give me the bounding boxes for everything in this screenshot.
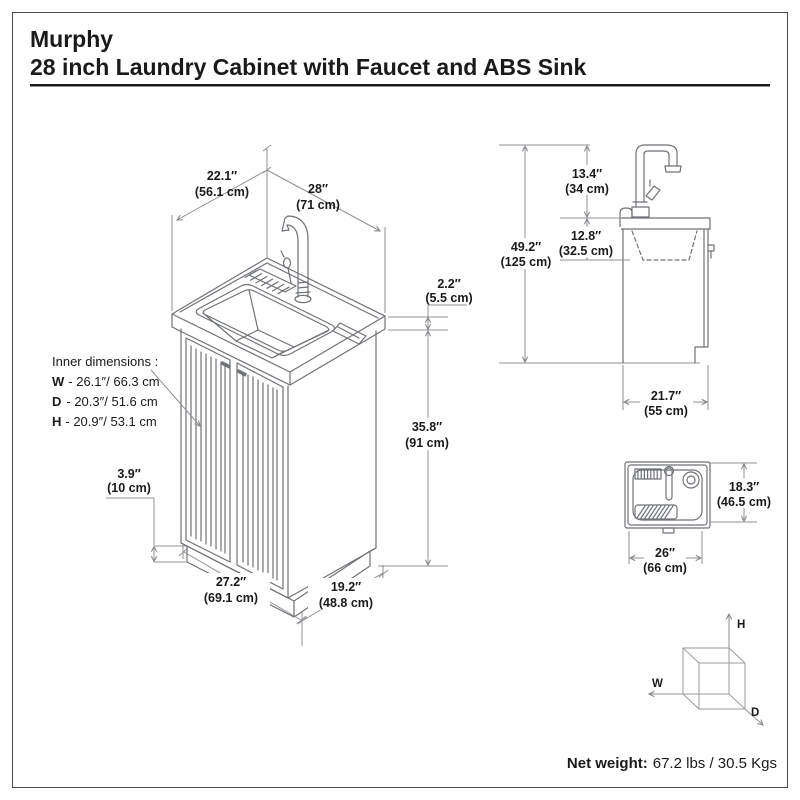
label-bg — [644, 545, 686, 573]
dim-base-depth-in: 19.2″ — [331, 580, 361, 594]
dim-faucet-height-in: 13.4″ — [572, 167, 602, 181]
counter-edge-band — [171, 313, 386, 386]
dim-cabinet-height-cm: (91 cm) — [405, 436, 449, 450]
front-isometric-view: 22.1″ (56.1 cm) 28″ (71 cm) 2.2″ (5.5 cm… — [52, 144, 473, 646]
dim-front-depth: 22.1″ (56.1 cm) — [171, 144, 272, 311]
dim-top-depth-in: 18.3″ — [729, 480, 759, 494]
dim-base-depth-cm: (48.8 cm) — [319, 596, 373, 610]
dim-top-width-cm: (66 cm) — [643, 561, 687, 575]
label-bg — [494, 238, 557, 269]
dim-toe-kick: 3.9″ (10 cm) — [106, 467, 186, 562]
label-bg — [552, 227, 621, 258]
reference-lines — [499, 144, 700, 364]
sink-basin-interior — [202, 289, 330, 359]
dim-cabinet-height: 35.8″ (91 cm) — [378, 331, 456, 567]
dim-top-width: 26″ (66 cm) — [628, 531, 703, 575]
orientation-cube: H W D — [649, 614, 763, 725]
label-bg — [308, 578, 384, 610]
faucet-front — [280, 215, 312, 304]
sink-rim — [627, 464, 708, 526]
axis-w-label: W — [652, 678, 663, 690]
dim-base-width-in: 27.2″ — [216, 575, 246, 589]
dim-side-depth-cm: (55 cm) — [644, 404, 688, 418]
door-louvers — [190, 345, 278, 581]
dim-overall-height-in: 49.2″ — [511, 240, 541, 254]
inner-dimension-height: H- 20.9″/ 53.1 cm — [52, 414, 157, 429]
inner-dimension-width: W- 26.1″/ 66.3 cm — [52, 374, 160, 389]
dim-cabinet-height-in: 35.8″ — [412, 420, 442, 434]
left-door — [185, 337, 231, 563]
title-block: Murphy 28 inch Laundry Cabinet with Fauc… — [30, 26, 770, 87]
top-plan-view: 18.3″ (46.5 cm) 26″ (66 cm) — [624, 461, 776, 575]
dim-base-depth: 19.2″ (48.8 cm) — [297, 565, 389, 625]
dim-front-width-cm: (71 cm) — [296, 198, 340, 212]
axis-d-label: D — [751, 707, 759, 719]
basin-outline — [632, 469, 703, 521]
label-bg — [399, 418, 456, 450]
dim-basin-depth-in: 12.8″ — [571, 229, 601, 243]
cube-wireframe — [682, 647, 746, 710]
cabinet-body — [180, 328, 377, 599]
inner-dimensions-leader — [150, 369, 200, 426]
title-rule — [30, 84, 770, 87]
page-border — [12, 12, 788, 788]
dim-counter-thickness-in: 2.2″ — [437, 277, 460, 291]
dim-base-width: 27.2″ (69.1 cm) — [178, 543, 307, 646]
dim-toe-kick-in: 3.9″ — [117, 467, 140, 481]
product-series-title: Murphy — [30, 26, 113, 52]
dim-faucet-height: 13.4″ (34 cm) — [559, 146, 622, 219]
dim-base-width-cm: (69.1 cm) — [204, 591, 258, 605]
dim-front-depth-cm: (56.1 cm) — [195, 185, 249, 199]
cabinet-plinth — [180, 542, 377, 618]
plan-faucet — [663, 465, 675, 501]
inner-dimensions-heading: Inner dimensions : — [52, 354, 158, 369]
plan-washboard — [634, 504, 678, 520]
soap-tray — [332, 322, 367, 345]
dim-faucet-height-cm: (34 cm) — [565, 182, 609, 196]
right-door — [236, 362, 284, 590]
inner-dimensions-note: Inner dimensions : W- 26.1″/ 66.3 cm D- … — [52, 354, 200, 429]
door-handles — [220, 361, 247, 377]
dim-top-depth: 18.3″ (46.5 cm) — [710, 462, 776, 523]
label-bg — [194, 573, 270, 605]
counter-back-lip — [179, 262, 379, 319]
dim-top-depth-cm: (46.5 cm) — [717, 495, 771, 509]
dim-top-width-in: 26″ — [655, 546, 675, 560]
label-bg — [559, 165, 616, 195]
dim-overall-height: 49.2″ (125 cm) — [494, 146, 557, 362]
dim-counter-thickness: 2.2″ (5.5 cm) — [388, 277, 473, 330]
plan-drain-tab — [662, 527, 675, 534]
inner-dimension-depth: D- 20.3″/ 51.6 cm — [52, 394, 158, 409]
basin-profile-dashed — [631, 230, 698, 261]
label-bg — [712, 478, 776, 508]
dim-basin-depth: 12.8″ (32.5 cm) — [552, 219, 630, 261]
sink-rim-inner — [202, 289, 330, 352]
label-bg — [640, 388, 693, 417]
side-profile-view: 49.2″ (125 cm) 13.4″ (34 cm) 12.8″ (32.5… — [494, 144, 715, 418]
plan-drain — [682, 471, 700, 489]
dim-side-depth: 21.7″ (55 cm) — [622, 365, 709, 418]
faucet-side — [631, 144, 682, 218]
dim-front-width-in: 28″ — [308, 182, 328, 196]
dim-toe-kick-cm: (10 cm) — [107, 481, 151, 495]
axis-h-label: H — [737, 619, 745, 631]
dim-side-depth-in: 21.7″ — [651, 389, 681, 403]
dim-counter-thickness-cm: (5.5 cm) — [425, 291, 472, 305]
dim-overall-height-cm: (125 cm) — [501, 255, 552, 269]
dim-front-width: 28″ (71 cm) — [266, 169, 386, 313]
overflow-vent-grid — [244, 268, 297, 295]
dim-front-depth-in: 22.1″ — [207, 169, 237, 183]
side-cabinet-profile — [619, 207, 715, 364]
axis-d-arrow — [744, 708, 763, 725]
plan-vent-grid — [634, 468, 662, 480]
dim-basin-depth-cm: (32.5 cm) — [559, 244, 613, 258]
product-name-title: 28 inch Laundry Cabinet with Faucet and … — [30, 54, 587, 80]
net-weight: Net weight:67.2 lbs / 30.5 Kgs — [567, 755, 777, 772]
